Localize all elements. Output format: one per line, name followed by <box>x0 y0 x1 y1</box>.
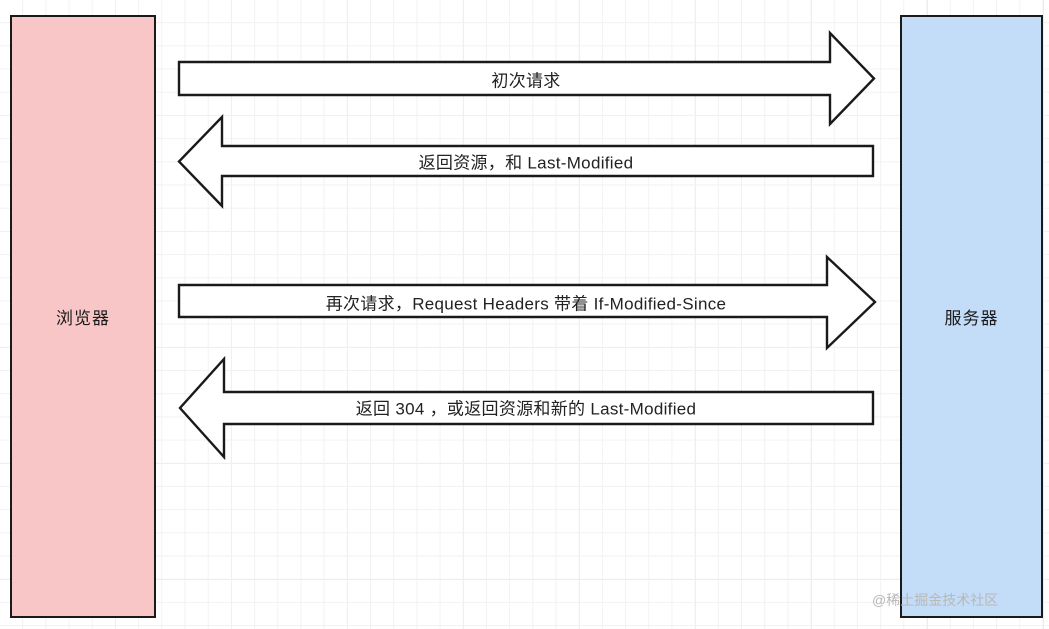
watermark-text: @稀土掘金技术社区 <box>872 592 999 608</box>
node-browser[interactable]: 浏览器 <box>10 15 156 618</box>
arrow-label-initial-request: 初次请求 <box>491 71 561 91</box>
node-server[interactable]: 服务器 <box>900 15 1043 618</box>
node-browser-label: 浏览器 <box>56 309 110 328</box>
arrow-label-revalidate-request: 再次请求，Request Headers 带着 If-Modified-Sinc… <box>325 294 727 314</box>
arrow-label-return-resource: 返回资源，和 Last-Modified <box>418 153 634 173</box>
arrow-label-return-304: 返回 304 ，或返回资源和新的 Last-Modified <box>355 399 697 419</box>
node-server-label: 服务器 <box>944 309 999 328</box>
